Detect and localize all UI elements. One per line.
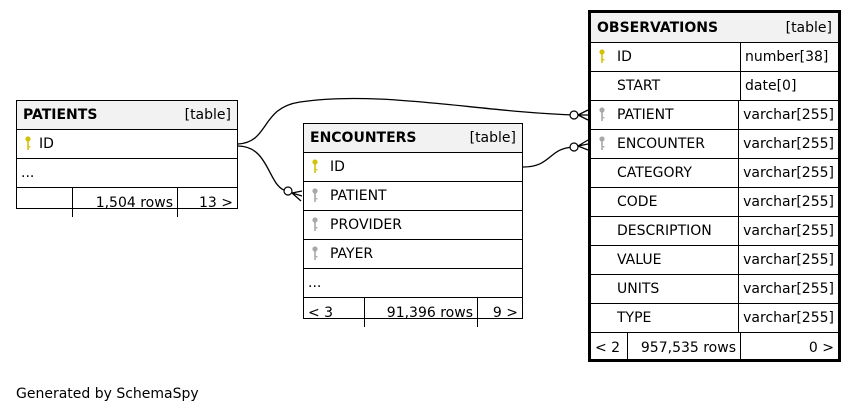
encounters-stats-row: < 3 91,396 rows 9 >	[304, 298, 522, 327]
ellipsis: ...	[21, 165, 35, 181]
column-type: varchar[255]	[743, 223, 834, 239]
column-name: PATIENT	[330, 188, 387, 204]
ellipsis: ...	[308, 275, 322, 291]
column-name: ID	[330, 159, 345, 175]
column-name: CATEGORY	[613, 159, 740, 187]
observations-column-code[interactable]: CODE varchar[255]	[591, 188, 838, 217]
column-name: ID	[39, 136, 54, 152]
column-name: START	[613, 72, 741, 100]
observations-column-type[interactable]: TYPE varchar[255]	[591, 304, 838, 333]
encounters-column-id[interactable]: ID	[304, 153, 522, 182]
encounters-ellipsis-row: ...	[304, 269, 522, 298]
encounters-title: ENCOUNTERS	[310, 130, 417, 146]
observations-kind: [table]	[785, 19, 832, 36]
column-name: ID	[613, 43, 741, 71]
column-type: number[38]	[745, 49, 829, 65]
observations-table[interactable]: OBSERVATIONS [table] ID number[38] START…	[588, 10, 841, 362]
column-name: VALUE	[613, 246, 740, 274]
observations-column-description[interactable]: DESCRIPTION varchar[255]	[591, 217, 838, 246]
encounters-column-payer[interactable]: PAYER	[304, 240, 522, 269]
row-count: 1,504 rows	[73, 188, 178, 217]
observations-title: OBSERVATIONS	[597, 19, 719, 36]
patients-stats-row: 1,504 rows 13 >	[17, 188, 237, 217]
column-type: varchar[255]	[743, 310, 834, 326]
encounters-column-patient[interactable]: PATIENT	[304, 182, 522, 211]
encounters-column-provider[interactable]: PROVIDER	[304, 211, 522, 240]
foreign-key-icon	[304, 182, 326, 210]
primary-key-icon	[304, 153, 326, 181]
column-name: DESCRIPTION	[613, 217, 740, 245]
patients-kind: [table]	[184, 107, 231, 123]
encounters-header[interactable]: ENCOUNTERS [table]	[304, 124, 522, 153]
patients-table[interactable]: PATIENTS [table] ID ... 1,504 rows 13 >	[16, 100, 238, 217]
column-type: varchar[255]	[743, 165, 834, 181]
row-count: 91,396 rows	[365, 298, 478, 327]
observations-column-value[interactable]: VALUE varchar[255]	[591, 246, 838, 275]
foreign-key-icon	[591, 130, 613, 158]
column-name: UNITS	[613, 275, 740, 303]
patients-header[interactable]: PATIENTS [table]	[17, 101, 237, 130]
foreign-key-icon	[591, 101, 613, 129]
column-type: varchar[255]	[743, 252, 834, 268]
column-name: PATIENT	[613, 101, 740, 129]
stats-left[interactable]: < 3	[304, 298, 365, 327]
encounters-kind: [table]	[469, 130, 516, 146]
column-type: varchar[255]	[743, 107, 834, 123]
primary-key-icon	[17, 130, 39, 158]
column-name: PAYER	[330, 246, 374, 262]
column-name: ENCOUNTER	[613, 130, 740, 158]
observations-column-category[interactable]: CATEGORY varchar[255]	[591, 159, 838, 188]
stats-left[interactable]	[17, 188, 73, 217]
observations-header[interactable]: OBSERVATIONS [table]	[591, 13, 838, 43]
observations-column-patient[interactable]: PATIENT varchar[255]	[591, 101, 838, 130]
column-name: CODE	[613, 188, 740, 216]
column-type: varchar[255]	[743, 136, 834, 152]
foreign-key-icon	[304, 240, 326, 268]
stats-left[interactable]: < 2	[591, 333, 628, 362]
column-name: PROVIDER	[330, 217, 403, 233]
observations-column-start[interactable]: START date[0]	[591, 72, 838, 101]
column-name: TYPE	[613, 304, 740, 332]
column-type: varchar[255]	[743, 281, 834, 297]
foreign-key-icon	[304, 211, 326, 239]
generated-by-footer: Generated by SchemaSpy	[16, 386, 199, 402]
patients-column-id[interactable]: ID	[17, 130, 237, 159]
column-type: date[0]	[745, 78, 797, 94]
observations-column-id[interactable]: ID number[38]	[591, 43, 838, 72]
row-count: 957,535 rows	[628, 333, 741, 362]
observations-stats-row: < 2 957,535 rows 0 >	[591, 333, 838, 362]
primary-key-icon	[591, 43, 613, 71]
encounters-table[interactable]: ENCOUNTERS [table] ID PATIENT PROVIDER P…	[303, 123, 523, 327]
column-type: varchar[255]	[743, 194, 834, 210]
observations-column-encounter[interactable]: ENCOUNTER varchar[255]	[591, 130, 838, 159]
stats-right[interactable]: 9 >	[492, 304, 518, 321]
observations-column-units[interactable]: UNITS varchar[255]	[591, 275, 838, 304]
edge-patients-observations	[237, 97, 575, 145]
patients-ellipsis-row: ...	[17, 159, 237, 188]
stats-right[interactable]: 13 >	[199, 194, 233, 211]
stats-right[interactable]: 0 >	[808, 339, 834, 356]
edge-encounters-observations	[522, 146, 575, 168]
patients-title: PATIENTS	[23, 107, 98, 123]
edge-patients-encounters	[237, 145, 288, 192]
